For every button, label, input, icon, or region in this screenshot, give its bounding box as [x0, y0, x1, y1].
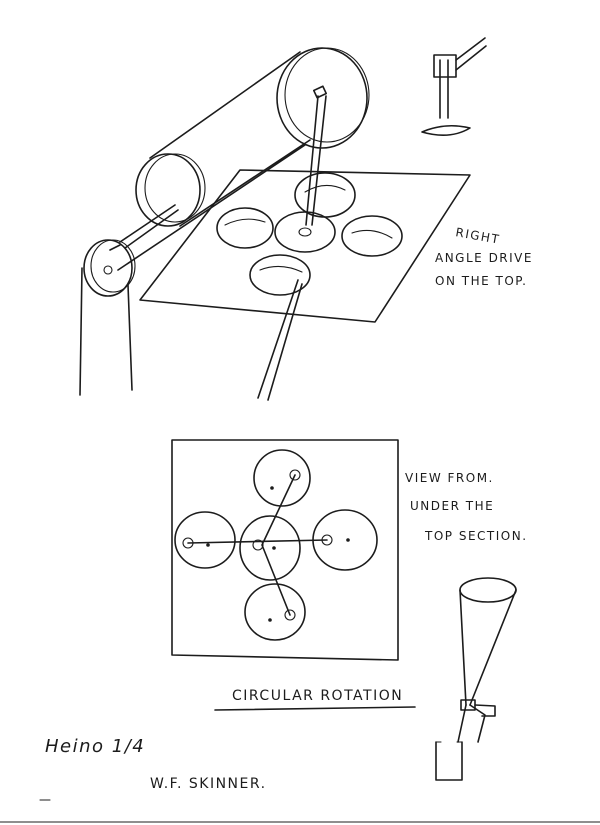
note-view-3: TOP SECTION. — [424, 529, 528, 543]
drive-shaft — [119, 204, 179, 249]
perspective-drawing — [79, 37, 487, 401]
platter-front — [249, 254, 311, 296]
circular-underline — [214, 706, 416, 711]
plan-disc-top — [253, 449, 311, 507]
lower-belt — [79, 267, 133, 396]
platter-center — [274, 211, 336, 253]
author-mark: Heino 1/4 — [45, 736, 145, 757]
note-view-2: UNDER THE — [410, 499, 494, 513]
platform-plate — [139, 169, 471, 323]
note-circular-rotation: CIRCULAR ROTATION — [232, 688, 403, 704]
plan-disc-bottom — [244, 583, 306, 641]
note-right-angle-3: ON THE TOP. — [435, 274, 527, 288]
front-pulley — [83, 239, 133, 297]
plan-linkage — [187, 474, 328, 616]
platter-right — [341, 215, 403, 257]
plan-disc-left — [174, 511, 236, 569]
signature: W.F. SKINNER. — [150, 776, 267, 792]
spindle — [305, 95, 327, 226]
note-view-1: VIEW FROM. — [405, 471, 494, 485]
note-right-angle-2: ANGLE DRIVE — [435, 251, 533, 265]
plan-frame — [171, 439, 399, 661]
pulley-hub — [312, 85, 328, 99]
middle-pulley — [135, 153, 201, 227]
plan-disc-center — [239, 515, 301, 581]
drive-belt — [109, 51, 311, 271]
crank-rod — [257, 279, 303, 401]
cone-diagram — [435, 577, 517, 781]
note-right-angle-1: RIGHT — [454, 225, 501, 247]
right-angle-drive-icon — [421, 37, 487, 136]
platter-back — [294, 172, 356, 218]
plan-view — [171, 439, 399, 661]
platter-left — [216, 207, 274, 249]
